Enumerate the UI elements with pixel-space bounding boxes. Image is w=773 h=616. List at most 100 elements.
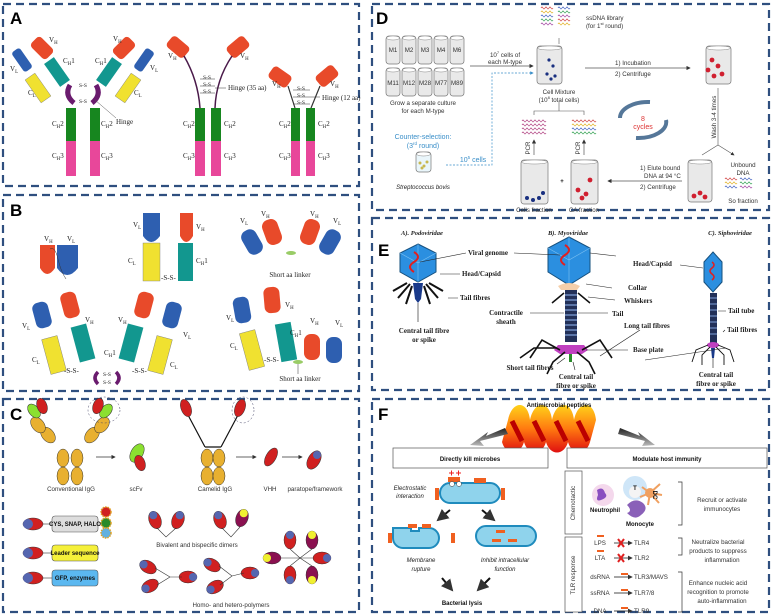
fusion-constructs	[22, 506, 112, 587]
panel-a-frame	[1, 2, 361, 188]
sym-CH1-label: CH1	[63, 57, 75, 67]
panel-a-ss-label: S-S	[297, 86, 305, 92]
tag-star-icon	[100, 506, 112, 518]
panel-b-ss2-label: S-S	[103, 380, 111, 386]
heavy-chain-antibody-long-hinge	[166, 36, 250, 176]
panel-a-ss-label: S-S	[203, 75, 211, 81]
sym-CH1-label: CH1	[290, 329, 302, 339]
sym-VL-label: VL	[150, 64, 158, 74]
camelid-igg-diagram	[180, 396, 255, 486]
panel-f-tlr-rows-1-ligand-label: LTA	[595, 555, 606, 562]
panel-b-ss-label: -S-S-	[161, 274, 176, 282]
panel-e-whiskers-label: Whiskers	[624, 297, 653, 305]
panel-labels-f-label: F	[378, 405, 388, 424]
bacteria-cells	[388, 470, 537, 549]
sym-VH-label: VH	[49, 36, 58, 46]
panel-c-polymers-label: Homo- and hetero-polymers	[192, 602, 269, 609]
sym-VL-label: VL	[333, 217, 341, 227]
dna-strands	[521, 6, 753, 189]
sym-VL-label: VL	[133, 221, 141, 231]
sym-VH-label: VH	[285, 301, 294, 311]
panel-d-total-cells-label: (108 total cells)	[539, 95, 580, 104]
panel-d-grow2-label: for each M-type	[402, 108, 446, 115]
panel-a-hinge35-label: Hinge (35 aa)	[228, 84, 267, 92]
panel-d-frame	[370, 2, 771, 212]
panel-c-tag-box-label: CYS, SNAP, HALO	[49, 522, 101, 528]
sym-CL-label: CL	[28, 89, 36, 99]
sym-CH3-label: CH3	[224, 152, 236, 162]
panel-f-dc-label: DC	[651, 491, 657, 500]
panel-f-rupture2-label: rupture	[411, 567, 431, 573]
panel-d-cell-mixture-label: Cell Mixture	[543, 89, 576, 96]
scfv-diagram	[40, 245, 78, 280]
sym-CH3-label: CH3	[101, 152, 113, 162]
panel-a-ss-label: S-S	[203, 89, 211, 95]
tlr-pathways	[597, 535, 633, 614]
panel-b-linker-label: Short aa linker	[279, 375, 321, 383]
panel-labels-d-label: D	[376, 9, 388, 28]
panel-d-pcr-label: PCR	[575, 141, 582, 155]
panel-e-sipho-label: C). Siphoviridae	[708, 230, 752, 237]
panel-d-counter-cells-label: 105 cells	[460, 155, 487, 164]
panel-e-central-b1-label: Central tail	[699, 371, 733, 379]
tube	[536, 45, 563, 85]
tag-star-icon	[100, 527, 112, 539]
panel-d-incubation-label: 1) Incubation	[615, 60, 651, 67]
panel-f-inhibit1-label: Inhibit intracellular	[481, 558, 530, 564]
panel-e-tail-label: Tail	[612, 310, 623, 318]
panel-d-m-types-row1-0-label: M1	[389, 47, 398, 54]
panel-f-t-cell-label: T	[633, 486, 637, 492]
panel-f-neutralize3-label: inflammation	[704, 557, 740, 564]
igg-antibody	[12, 35, 155, 176]
sym-CH2-label: CH2	[101, 120, 113, 130]
multimer-constructs	[139, 509, 332, 595]
panel-b-ss2-label: S-S	[103, 372, 111, 378]
panel-b-linker-label: Short aa linker	[269, 271, 311, 279]
panel-f-tlr-response-label: TLR response	[570, 555, 577, 594]
panel-f-rupture1-label: Membrane	[407, 558, 436, 564]
sym-CH2-label: CH2	[183, 120, 195, 130]
panel-e-short-tail-label: Short tail fibres	[507, 364, 554, 372]
panel-d-cycles-n-label: 8	[641, 116, 645, 123]
panel-c-dimers-label: Bivalent and bispecific dimers	[156, 542, 238, 549]
panel-f-recruit2-label: immunocytes	[704, 506, 740, 513]
panel-e-tail-fibres-label: Tail fibres	[460, 294, 490, 302]
panel-e-head-capsid-label: Head/Capsid	[633, 260, 672, 268]
diabody-diagram	[241, 219, 341, 255]
sym-CH3-label: CH3	[183, 152, 195, 162]
sym-CH3-label: CH3	[52, 152, 64, 162]
panel-f-tlr-rows-3-receptor-label: TLR7/8	[634, 590, 655, 597]
panel-d-m-types-row2-4-label: M89	[451, 80, 464, 87]
panel-f-enhance1-label: Enhance nucleic acid	[689, 580, 748, 587]
paratope-framework-domain	[306, 450, 322, 470]
panel-c-scfv-label: scFv	[129, 486, 143, 493]
sym-VL-label: VL	[226, 314, 234, 324]
panel-c-leader-box-label: Leader sequence	[50, 551, 100, 557]
sym-CL-label: CL	[230, 342, 238, 352]
panel-f-neutrophil-label: Neutrophil	[590, 508, 620, 514]
sym-CH3-label: CH3	[279, 152, 291, 162]
sym-CH3-label: CH3	[318, 152, 330, 162]
panel-e-contractile2-label: sheath	[496, 318, 516, 326]
sym-CH2-label: CH2	[52, 120, 64, 130]
panel-c-vhh-label: VHH	[263, 486, 276, 493]
panel-e-podo-label: A). Podoviridae	[400, 230, 443, 237]
panel-d-unbound2-label: DNA	[736, 170, 750, 177]
panel-d-grow1-label: Grow a separate culture	[390, 100, 457, 107]
panel-f-tlr-rows-1-receptor-label: TLR2	[634, 555, 650, 562]
tube	[520, 159, 549, 205]
panel-d-centrifuge2-label: 2) Centrifuge	[640, 184, 676, 191]
panel-a-hinge12-label: Hinge (12 aa)	[322, 94, 361, 102]
heavy-chain-antibody-short-hinge	[268, 65, 339, 176]
sym-CH1-label: CH1	[196, 257, 208, 267]
culture-tubes	[385, 35, 732, 205]
phage-leader-lines	[419, 252, 727, 371]
panel-c-frame	[1, 397, 361, 614]
sym-VH-label: VH	[310, 210, 319, 220]
tube	[687, 159, 713, 203]
panel-d-m-types-row1-2-label: M3	[421, 47, 430, 54]
sym-VH-label: VH	[118, 316, 127, 326]
nanobody-domain	[141, 578, 159, 594]
panel-f-electro2-label: interaction	[396, 494, 424, 500]
